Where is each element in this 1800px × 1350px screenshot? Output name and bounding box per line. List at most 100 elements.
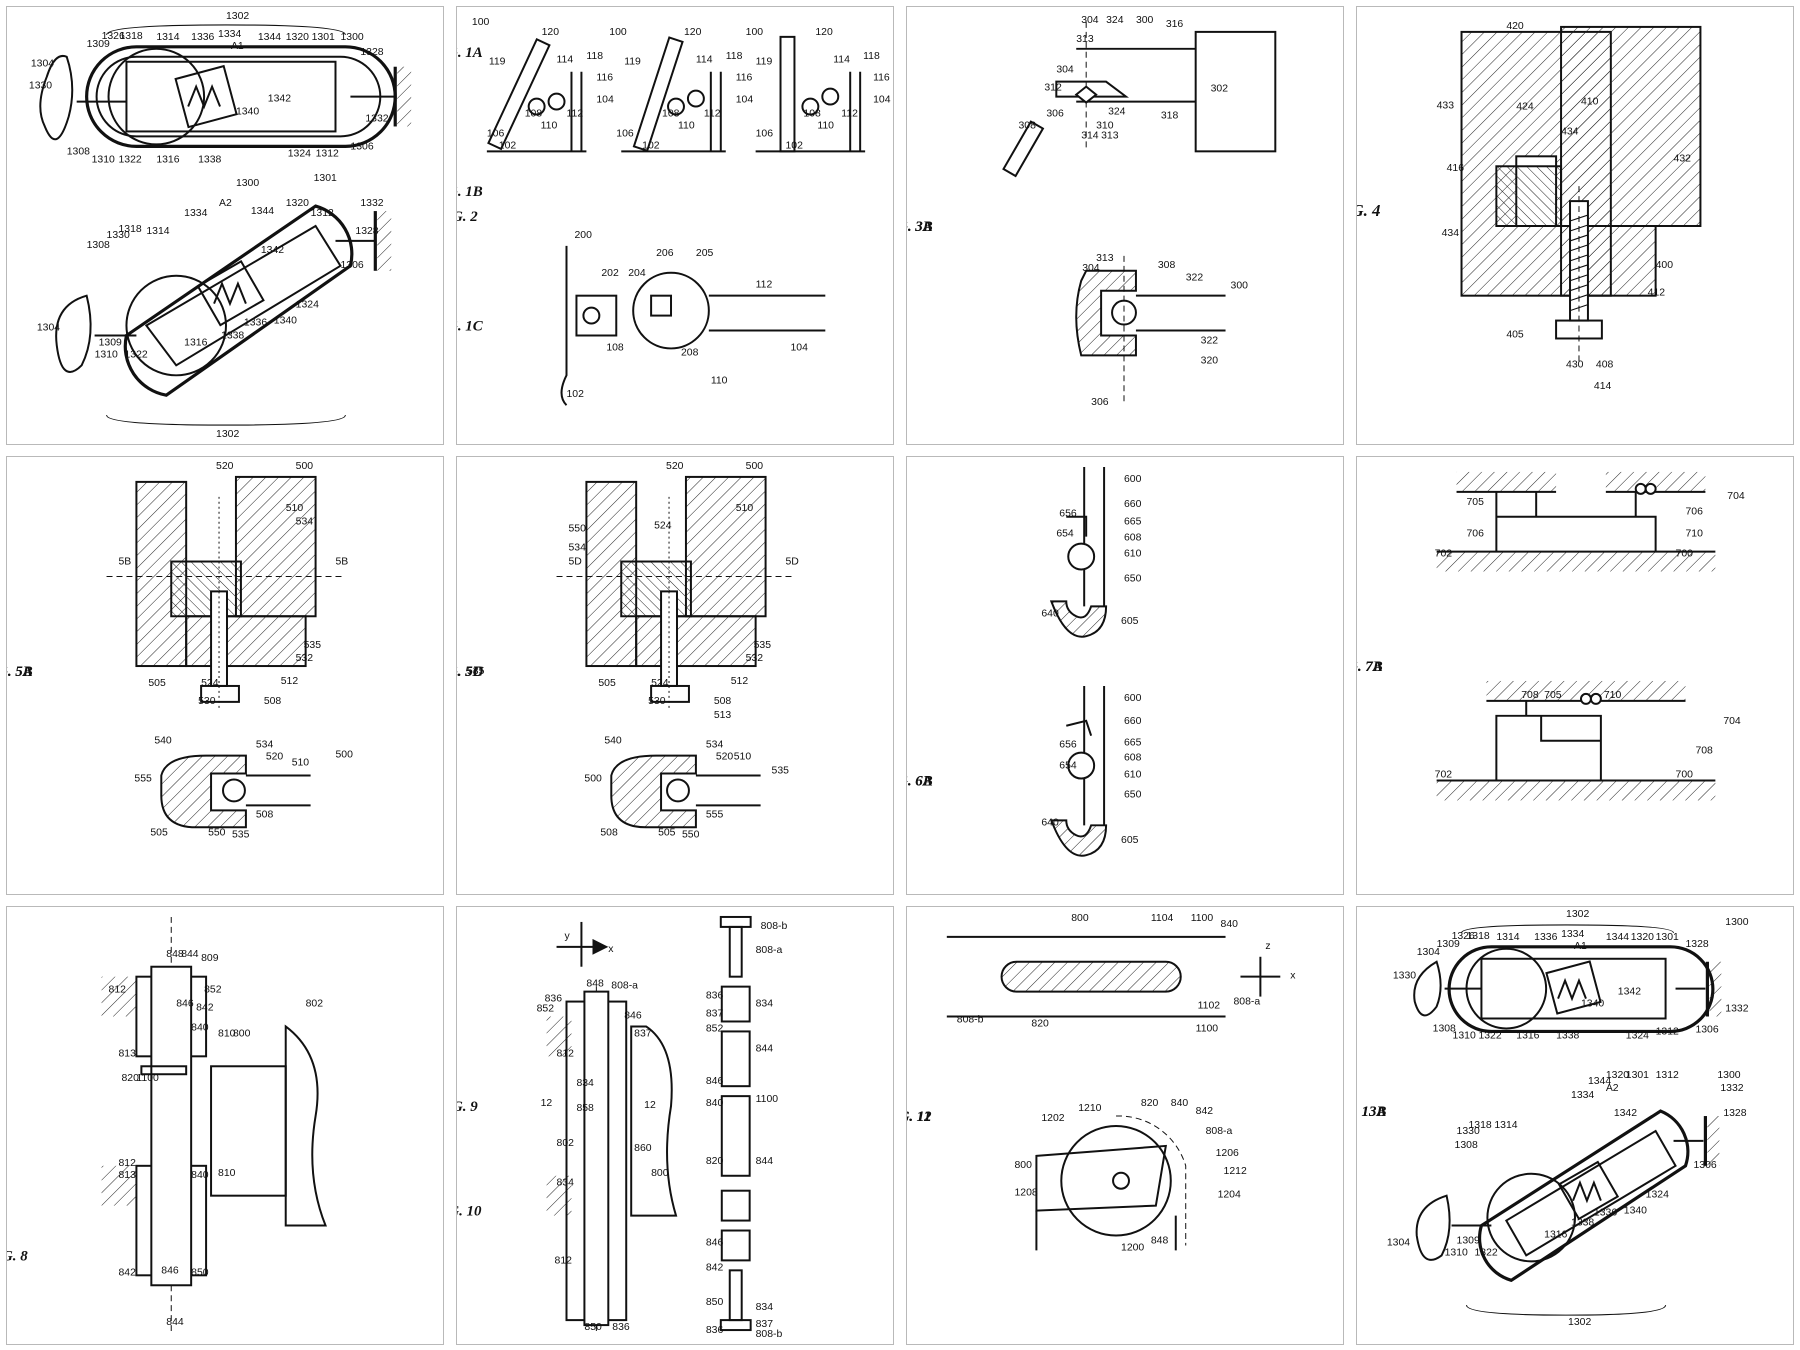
fig-7b-drawing [1436,680,1716,801]
reference-numeral: 1306 [340,260,363,271]
fig-6b-drawing [1049,466,1108,638]
reference-numeral: 1344 [1588,1076,1611,1087]
reference-numeral: 1310 [92,154,115,165]
reference-numeral: A2 [1606,1083,1619,1094]
fig-4-drawing [1460,25,1702,366]
reference-numeral: A1 [1574,941,1587,952]
reference-numeral: 535 [754,640,772,651]
reference-numeral: 844 [756,1043,774,1054]
reference-numeral: 434 [1442,228,1460,239]
reference-numeral: 810 [218,1028,236,1039]
reference-numeral: 416 [1447,163,1465,174]
figure-caption: FIG. 5B [7,664,33,680]
reference-numeral: 1310 [1445,1247,1468,1258]
reference-numeral: 110 [711,375,728,386]
reference-numeral: 836 [612,1322,630,1333]
fig-5b-drawing [160,754,311,829]
reference-numeral: 200 [574,230,592,241]
reference-numeral: 1314 [146,226,169,237]
figure-caption: FIG. 6A [907,773,933,789]
reference-numeral: 505 [598,678,616,689]
fig-10-drawing [719,915,752,1332]
figure-caption: FIG. 2 [457,209,478,225]
fig-1a-drawing [486,38,587,153]
reference-numeral: 600 [1124,474,1142,485]
reference-numeral: 844 [181,949,199,960]
reference-numeral: 1100 [1196,1023,1219,1034]
reference-numeral: 1308 [1455,1140,1478,1151]
reference-numeral: 102 [785,140,803,151]
reference-numeral: 512 [281,676,299,687]
reference-numeral: 513 [714,710,732,721]
reference-numeral: 1104 [1151,913,1174,924]
reference-numeral: 842 [118,1267,136,1278]
reference-numeral: 108 [803,109,821,120]
reference-numeral: 118 [726,51,743,62]
reference-numeral: 808-a [756,945,783,956]
reference-numeral: 1330 [107,230,130,241]
reference-numeral: 505 [658,827,676,838]
reference-numeral: 410 [1581,97,1599,108]
reference-numeral: 1338 [198,154,221,165]
reference-numeral: 110 [678,120,695,131]
reference-numeral: 1322 [118,154,141,165]
reference-numeral: 605 [1121,835,1139,846]
reference-numeral: 524 [654,521,672,532]
reference-numeral: 1306 [1693,1160,1716,1171]
reference-numeral: z [1265,941,1270,952]
reference-numeral: A2 [219,198,232,209]
fig-1b-drawing [621,36,726,153]
reference-numeral: 118 [863,51,880,62]
reference-numeral: 1302 [1568,1317,1591,1328]
reference-numeral: 532 [746,653,764,664]
reference-numeral: 106 [487,128,505,139]
figure-caption: FIG. 1B [457,184,483,200]
reference-numeral: 840 [706,1098,724,1109]
reference-numeral: x [1290,971,1296,982]
fig-11-drawing [946,935,1281,1018]
reference-numeral: 114 [833,55,850,66]
reference-numeral: 116 [873,73,890,84]
reference-numeral: 106 [756,128,774,139]
reference-numeral: 1318 [1468,1120,1491,1131]
reference-numeral: 700 [1676,549,1694,560]
reference-numeral: 116 [736,73,753,84]
reference-numeral: 1306 [1695,1024,1718,1035]
reference-numeral: 434 [1561,126,1579,137]
drawing-lower [55,24,392,426]
reference-numeral: 5D [785,557,799,568]
reference-numeral: 608 [1124,753,1142,764]
reference-numeral: 840 [191,1170,209,1181]
reference-numeral: 304 [1082,263,1100,274]
reference-numeral: 702 [1435,549,1453,560]
reference-numeral: 1344 [1606,932,1629,943]
reference-numeral: 813 [118,1170,136,1181]
reference-numeral: 640 [1041,817,1059,828]
reference-numeral: 304 [1081,15,1099,26]
reference-numeral: 535 [232,829,250,840]
reference-numeral: 848 [1151,1235,1169,1246]
reference-numeral: 1314 [1494,1120,1517,1131]
reference-numeral: 860 [634,1143,652,1154]
reference-numeral: 1304 [31,59,54,70]
reference-numeral: 534 [296,517,314,528]
reference-numeral: 858 [576,1103,594,1114]
reference-numeral: 1204 [1218,1190,1241,1201]
reference-numeral: 1328 [1685,939,1708,950]
reference-numeral: 120 [815,27,833,38]
reference-numeral: 846 [706,1076,724,1087]
reference-numeral: 820 [1141,1098,1159,1109]
reference-numeral: 1316 [1516,1030,1539,1041]
reference-numeral: 850 [584,1322,602,1333]
reference-numeral: 1301 [1656,932,1679,943]
reference-numeral: 1332 [360,198,383,209]
reference-numeral: 1324 [288,148,311,159]
reference-numeral: 119 [756,57,773,68]
reference-numeral: 112 [841,109,858,120]
reference-numeral: 112 [704,109,721,120]
reference-numeral: 104 [790,342,808,353]
